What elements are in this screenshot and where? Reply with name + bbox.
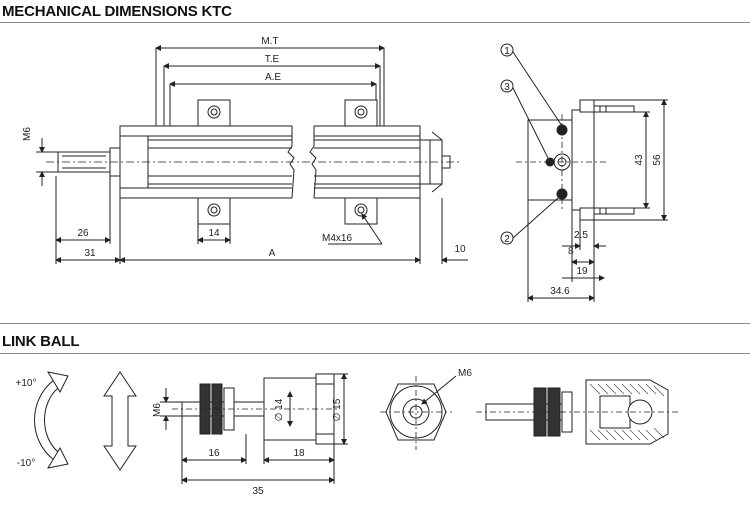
section-title-ktc: MECHANICAL DIMENSIONS KTC (2, 3, 232, 20)
dim-31: 31 (84, 248, 96, 259)
section-divider-top (0, 22, 750, 23)
section-divider-bottom (0, 353, 750, 354)
dim-a: A (269, 248, 276, 259)
dim-te: T.E (265, 54, 280, 65)
link-ball-section-view (476, 379, 680, 445)
dim-diameter-14: ∅ 14 (274, 398, 285, 421)
dim-35: 35 (252, 486, 264, 497)
dim-8: 8 (568, 246, 574, 257)
section-title-link-ball: LINK BALL (2, 333, 80, 350)
dim-19: 19 (576, 266, 588, 277)
dim-m6-hex: M6 (458, 368, 472, 379)
dim-m6-link: M6 (152, 403, 163, 417)
angle-plus-10: +10° (16, 378, 37, 389)
dim-2-5: 2.5 (574, 230, 588, 241)
callout-1: 1 (504, 46, 510, 57)
ktc-side-view (500, 43, 668, 302)
dim-26: 26 (77, 228, 89, 239)
dim-43: 43 (634, 154, 645, 166)
rotation-arrow-icon (34, 371, 69, 469)
dim-56: 56 (652, 154, 663, 166)
dim-ae: A.E (265, 72, 281, 83)
dim-10: 10 (454, 244, 466, 255)
angle-minus-10: -10° (17, 458, 35, 469)
section-divider-mid (0, 323, 750, 324)
dim-m4x16: M4x16 (322, 233, 352, 244)
dim-16: 16 (208, 448, 220, 459)
dim-18: 18 (293, 448, 305, 459)
ktc-front-view (36, 45, 468, 264)
axial-arrow-icon (103, 371, 137, 471)
dim-m6-shaft: M6 (22, 127, 33, 141)
link-ball-side-view (160, 373, 348, 484)
dim-14: 14 (208, 228, 220, 239)
callout-2: 2 (504, 234, 510, 245)
callout-3: 3 (504, 82, 510, 93)
dim-diameter-15: ∅ 15 (332, 398, 343, 421)
dim-mt: M.T (261, 36, 278, 47)
dim-34-6: 34.6 (550, 286, 570, 297)
link-ball-end-view (380, 375, 457, 450)
